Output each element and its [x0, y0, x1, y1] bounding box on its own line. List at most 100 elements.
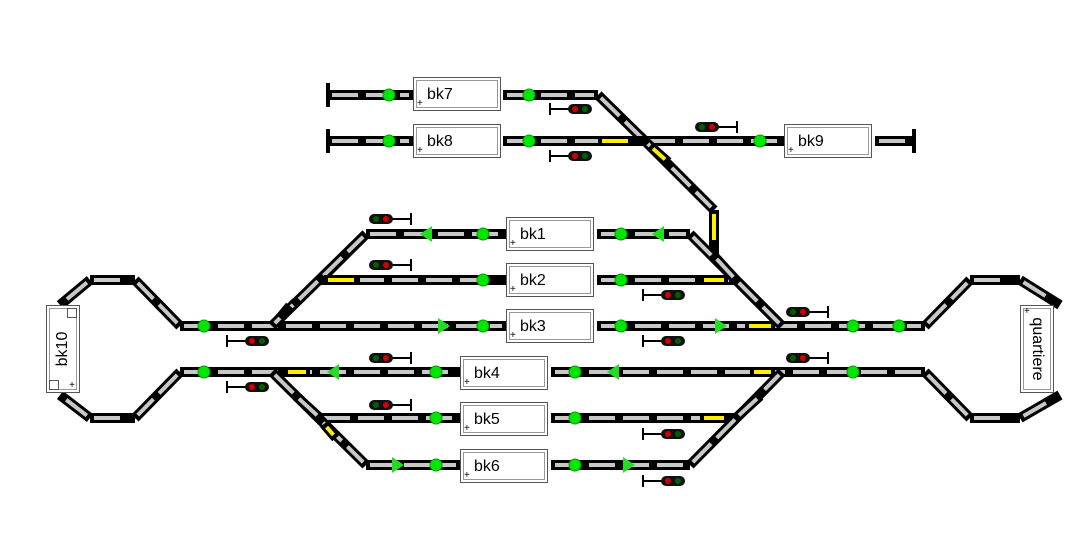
signal-aspect-green-icon[interactable]	[197, 319, 211, 333]
signal-aspect-green-icon[interactable]	[568, 365, 582, 379]
rail-indicator	[737, 397, 759, 417]
direction-arrow-icon[interactable]	[392, 457, 404, 473]
rail-indicator	[926, 373, 948, 395]
block-plus-icon: +	[510, 284, 516, 295]
dwarf-signal-icon[interactable]	[369, 259, 412, 271]
signal-aspect-green-icon[interactable]	[382, 88, 396, 102]
block-bk2[interactable]: + bk2	[506, 263, 594, 297]
rail-indicator	[715, 257, 735, 279]
rail-indicator	[763, 373, 781, 392]
rail-indicator	[691, 235, 713, 257]
block-bk1[interactable]: + bk1	[506, 217, 594, 251]
signal-aspect-green-icon[interactable]	[753, 134, 767, 148]
direction-arrow-icon[interactable]	[438, 318, 450, 334]
dwarf-signal-icon[interactable]	[369, 213, 412, 225]
block-bk5[interactable]: + bk5	[460, 402, 548, 436]
dwarf-signal-icon[interactable]	[786, 352, 829, 364]
signal-aspect-green-icon[interactable]	[892, 319, 906, 333]
block-bk10[interactable]: + bk10	[46, 305, 80, 393]
signal-aspect-green-icon[interactable]	[568, 411, 582, 425]
signal-aspect-green-icon[interactable]	[382, 134, 396, 148]
block-quartiere[interactable]: + quartiere	[1020, 305, 1054, 393]
dwarf-signal-icon[interactable]	[786, 306, 829, 318]
block-label: bk6	[474, 458, 500, 475]
signal-aspect-green-icon[interactable]	[476, 227, 490, 241]
track-segment	[276, 302, 294, 322]
dwarf-signal-icon[interactable]	[549, 103, 592, 115]
rail-indicator	[273, 373, 295, 395]
rail-indicator	[136, 281, 155, 301]
dwarf-signal-icon[interactable]	[226, 335, 269, 347]
rail-indicator	[950, 397, 969, 417]
block-plus-icon: +	[510, 330, 516, 341]
direction-arrow-icon[interactable]	[420, 226, 432, 242]
dwarf-signal-icon[interactable]	[549, 150, 592, 162]
block-label: bk5	[474, 411, 500, 428]
rail-indicator	[715, 418, 737, 440]
signal-aspect-green-icon[interactable]	[568, 458, 582, 472]
block-corner-icon	[67, 308, 77, 318]
signal-aspect-green-icon[interactable]	[846, 365, 860, 379]
block-label: bk1	[520, 226, 546, 243]
dwarf-signal-icon[interactable]	[642, 428, 685, 440]
block-bk3[interactable]: + bk3	[506, 309, 594, 343]
block-label: bk8	[427, 133, 453, 150]
signal-aspect-green-icon[interactable]	[476, 273, 490, 287]
dwarf-signal-icon[interactable]	[369, 399, 412, 411]
signal-aspect-green-icon[interactable]	[197, 365, 211, 379]
direction-arrow-icon[interactable]	[652, 226, 664, 242]
signal-aspect-green-icon[interactable]	[429, 411, 443, 425]
block-label: bk4	[474, 365, 500, 382]
rail-indicator	[623, 120, 644, 140]
block-label: bk7	[427, 86, 453, 103]
block-plus-icon: +	[69, 380, 75, 391]
signal-aspect-green-icon[interactable]	[614, 273, 628, 287]
block-label: quartiere	[1029, 317, 1046, 381]
block-bk6[interactable]: + bk6	[460, 449, 548, 483]
block-label: bk2	[520, 272, 546, 289]
rail-indicator	[297, 397, 319, 417]
block-label: bk3	[520, 318, 546, 335]
rail-indicator	[651, 147, 667, 161]
dwarf-signal-icon[interactable]	[369, 352, 412, 364]
direction-arrow-icon[interactable]	[623, 457, 635, 473]
rail-indicator	[136, 397, 155, 417]
rail-indicator	[761, 305, 781, 325]
block-plus-icon: +	[464, 470, 470, 481]
dwarf-signal-icon[interactable]	[642, 289, 685, 301]
signal-aspect-green-icon[interactable]	[846, 319, 860, 333]
dwarf-signal-icon[interactable]	[226, 381, 269, 393]
direction-arrow-icon[interactable]	[607, 364, 619, 380]
rail-indicator	[157, 303, 179, 325]
block-bk7[interactable]: + bk7	[413, 77, 501, 111]
rail-indicator	[691, 442, 713, 464]
rail-indicator	[1022, 401, 1048, 418]
block-bk9[interactable]: + bk9	[784, 124, 872, 158]
dwarf-signal-icon[interactable]	[642, 475, 685, 487]
block-plus-icon: +	[417, 145, 423, 156]
rail-indicator	[950, 281, 969, 301]
block-label: bk9	[798, 133, 824, 150]
direction-arrow-icon[interactable]	[327, 364, 339, 380]
block-plus-icon: +	[464, 423, 470, 434]
dwarf-signal-icon[interactable]	[642, 335, 685, 347]
rail-indicator	[322, 256, 344, 278]
signal-aspect-green-icon[interactable]	[429, 458, 443, 472]
block-bk8[interactable]: + bk8	[413, 124, 501, 158]
dwarf-signal-icon[interactable]	[695, 121, 738, 133]
signal-aspect-green-icon[interactable]	[522, 134, 536, 148]
block-plus-icon: +	[417, 98, 423, 109]
signal-aspect-green-icon[interactable]	[522, 88, 536, 102]
block-plus-icon: +	[464, 377, 470, 388]
rail-indicator	[297, 279, 320, 301]
rail-indicator	[346, 235, 365, 254]
signal-aspect-green-icon[interactable]	[614, 227, 628, 241]
signal-aspect-green-icon[interactable]	[476, 319, 490, 333]
signal-aspect-green-icon[interactable]	[614, 319, 628, 333]
rail-indicator	[157, 373, 179, 395]
block-bk4[interactable]: + bk4	[460, 356, 548, 390]
signal-aspect-green-icon[interactable]	[429, 365, 443, 379]
direction-arrow-icon[interactable]	[715, 318, 727, 334]
